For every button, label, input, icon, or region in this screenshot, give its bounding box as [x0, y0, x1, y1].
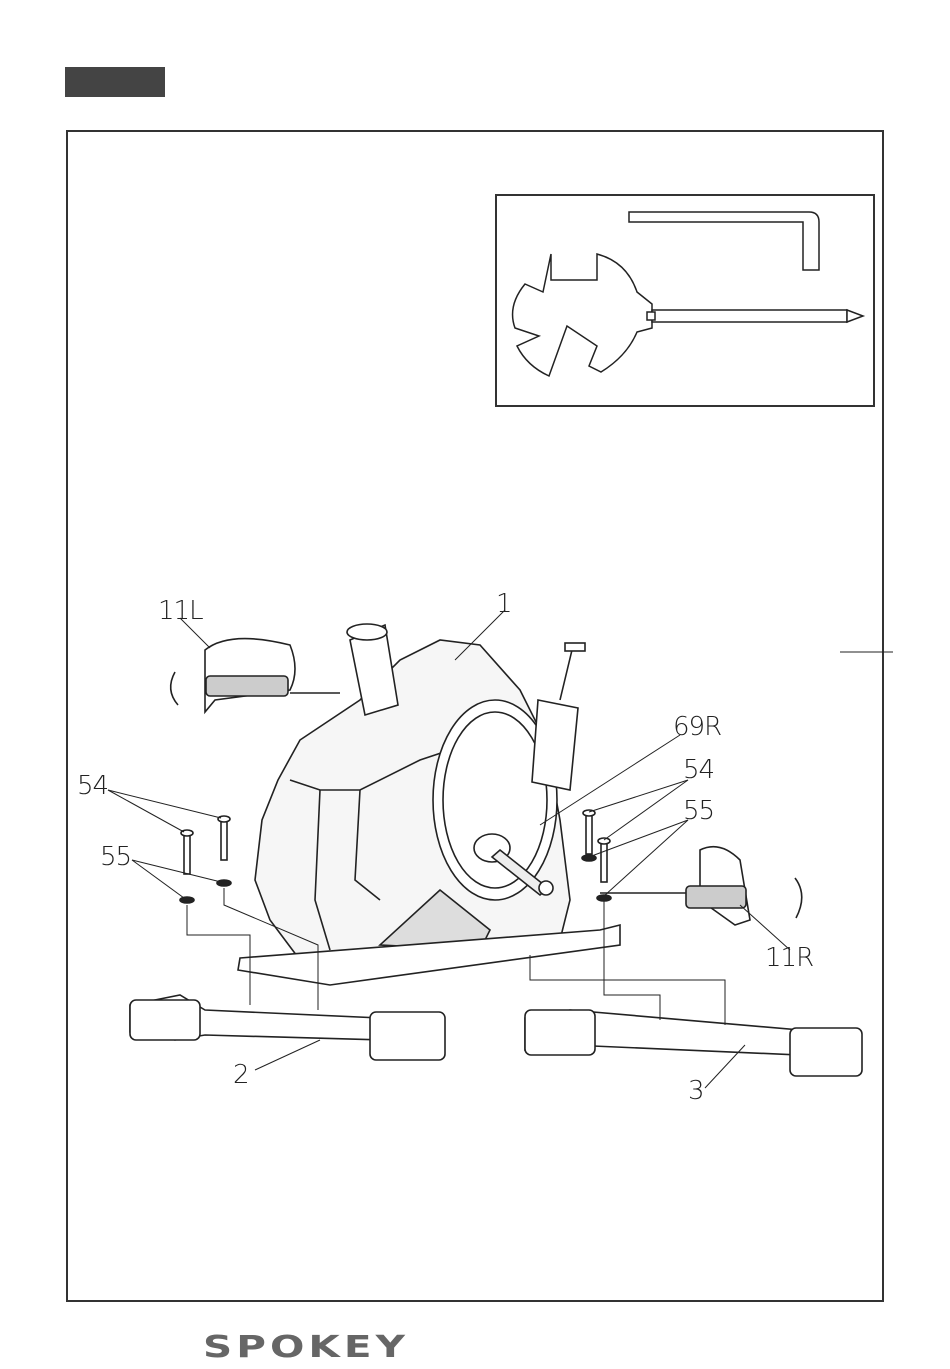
label-part-55-right: 55 — [683, 796, 714, 826]
label-part-69r: 69R — [673, 712, 721, 742]
label-part-11l: 11L — [158, 596, 203, 626]
label-part-2: 2 — [233, 1060, 249, 1090]
label-part-3: 3 — [688, 1076, 704, 1106]
brand-logo: SPOKEY — [203, 1330, 409, 1365]
label-part-1: 1 — [496, 589, 512, 619]
label-part-11r: 11R — [765, 943, 813, 973]
label-part-54-right: 54 — [683, 755, 714, 785]
label-part-54-left: 54 — [77, 771, 108, 801]
label-part-55-left: 55 — [100, 842, 131, 872]
